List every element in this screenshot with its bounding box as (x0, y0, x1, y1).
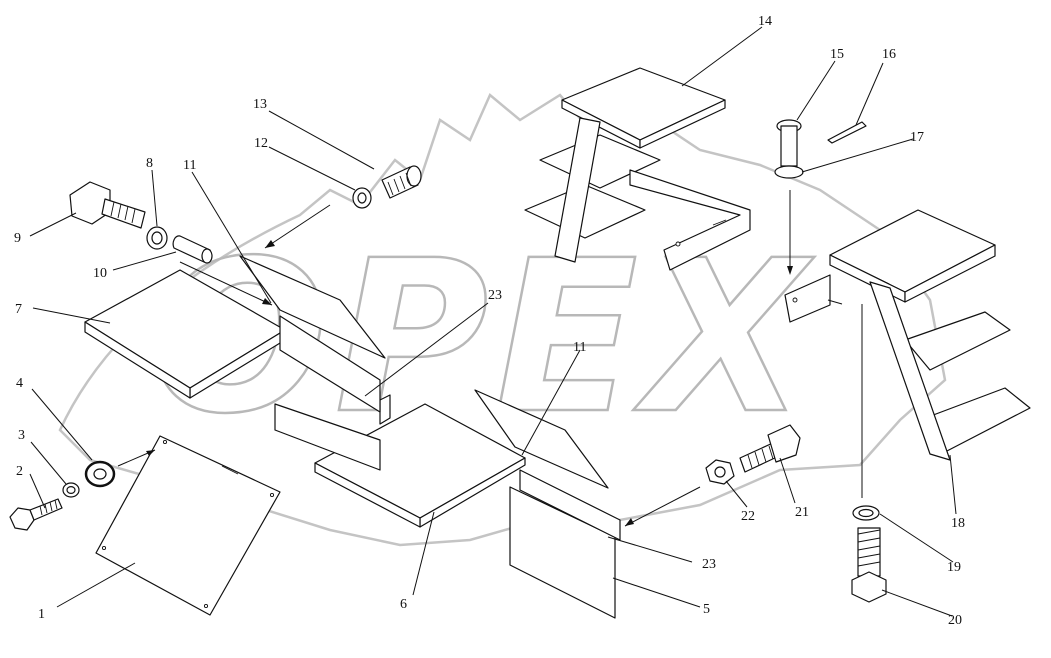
part-2-bolt (9, 498, 63, 531)
callout-20: 20 (948, 613, 962, 628)
callout-17: 17 (910, 130, 924, 145)
callout-4: 4 (16, 376, 23, 391)
callout-11-lower: 11 (573, 340, 586, 355)
callout-7: 7 (15, 302, 22, 317)
part-11-gusset-lower (474, 389, 609, 489)
callout-2: 2 (16, 464, 23, 479)
callout-16: 16 (882, 47, 896, 62)
part-4-washer (84, 460, 116, 488)
part-18-ladder (784, 209, 1031, 461)
part-1-plate (95, 435, 281, 616)
callout-12: 12 (254, 136, 268, 151)
part-14-ladder (524, 67, 751, 271)
part-22-nut (705, 459, 735, 485)
callout-22: 22 (741, 509, 755, 524)
callout-23-upper: 23 (488, 288, 502, 303)
callout-9: 9 (14, 231, 21, 246)
part-11-gusset-upper (239, 255, 386, 359)
callout-18: 18 (951, 516, 965, 531)
part-20-bolt (851, 527, 887, 603)
part-21-bolt (739, 424, 801, 473)
callout-15: 15 (830, 47, 844, 62)
part-12-washer (352, 187, 372, 209)
callout-13: 13 (253, 97, 267, 112)
callout-10: 10 (93, 266, 107, 281)
part-19-washer (852, 505, 880, 521)
part-13-bushing (381, 165, 422, 199)
callout-3: 3 (18, 428, 25, 443)
callout-1: 1 (38, 607, 45, 622)
callout-6: 6 (400, 597, 407, 612)
part-16-cotter-pin (827, 121, 867, 144)
part-10-sleeve (172, 235, 213, 264)
callout-11-upper: 11 (183, 158, 196, 173)
part-6-step (274, 394, 621, 541)
callout-23-lower: 23 (702, 557, 716, 572)
callout-5: 5 (703, 602, 710, 617)
part-3-lock-washer (62, 482, 80, 498)
callout-8: 8 (146, 156, 153, 171)
callout-14: 14 (758, 14, 772, 29)
part-9-bolt (69, 181, 146, 229)
part-15-pin (774, 119, 804, 179)
callout-21: 21 (795, 505, 809, 520)
callout-19: 19 (947, 560, 961, 575)
part-8-washer (146, 226, 168, 250)
part-7-step (84, 269, 381, 413)
